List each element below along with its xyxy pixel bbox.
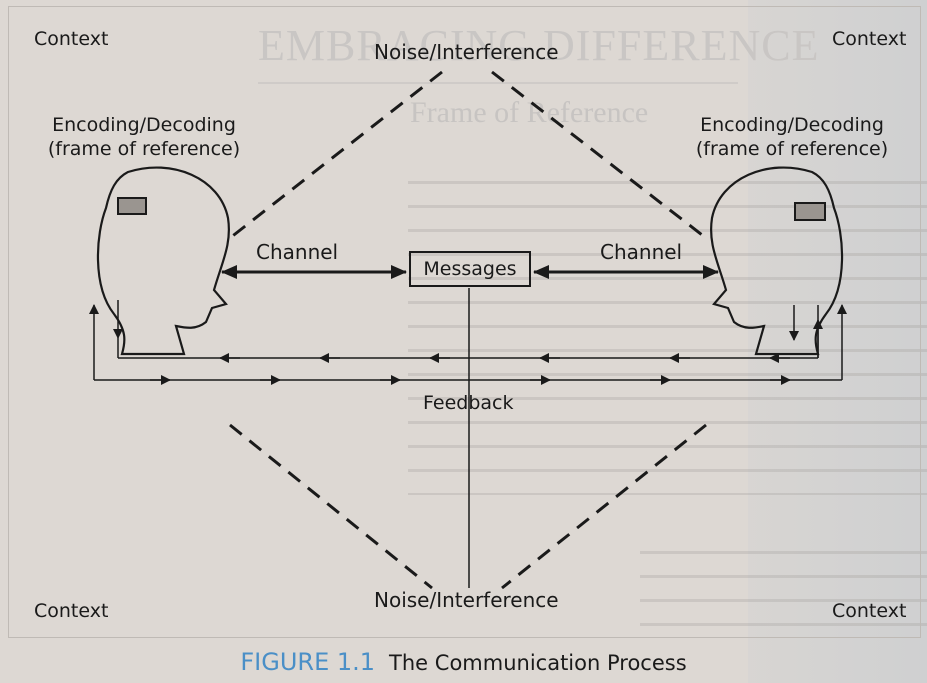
noise-line-bottom-right bbox=[501, 423, 707, 590]
right-brain-box bbox=[794, 202, 826, 221]
background-title-rule bbox=[258, 82, 738, 84]
feedback-loop bbox=[89, 300, 847, 385]
figure-number: FIGURE 1.1 bbox=[240, 648, 376, 676]
channel-label-left: Channel bbox=[256, 240, 339, 264]
feedback-label: Feedback bbox=[423, 392, 514, 414]
messages-label: Messages bbox=[423, 258, 517, 280]
noise-line-bottom-left bbox=[229, 423, 433, 590]
channel-label-right: Channel bbox=[600, 240, 683, 264]
context-label-top-left: Context bbox=[34, 28, 109, 50]
background-paragraph-lines bbox=[408, 165, 927, 495]
background-section-heading: Frame of Reference bbox=[410, 96, 649, 129]
left-brain-box bbox=[117, 197, 147, 215]
noise-line-top-right bbox=[491, 70, 707, 240]
figure-caption: FIGURE 1.1 The Communication Process bbox=[0, 648, 927, 676]
messages-box bbox=[409, 251, 531, 287]
adjacent-page-strip bbox=[748, 0, 927, 683]
background-list-lines bbox=[640, 535, 927, 635]
background-chapter-title: EMBRACING DIFFERENCE bbox=[258, 21, 820, 70]
noise-line-top-left bbox=[229, 70, 443, 240]
encoding-label-left-line2: (frame of reference) bbox=[47, 138, 241, 160]
right-head-icon bbox=[710, 166, 844, 356]
encoding-label-right-line2: (frame of reference) bbox=[695, 138, 889, 160]
context-label-bottom-right: Context bbox=[832, 600, 907, 622]
encoding-label-right-line1: Encoding/Decoding bbox=[700, 114, 884, 136]
figure-title: The Communication Process bbox=[389, 651, 687, 675]
noise-label-bottom: Noise/Interference bbox=[374, 588, 559, 612]
noise-label-top: Noise/Interference bbox=[374, 40, 559, 64]
context-label-top-right: Context bbox=[832, 28, 907, 50]
context-label-bottom-left: Context bbox=[34, 600, 109, 622]
left-head-icon bbox=[96, 166, 230, 356]
figure-frame bbox=[8, 6, 921, 638]
encoding-label-left-line1: Encoding/Decoding bbox=[52, 114, 236, 136]
